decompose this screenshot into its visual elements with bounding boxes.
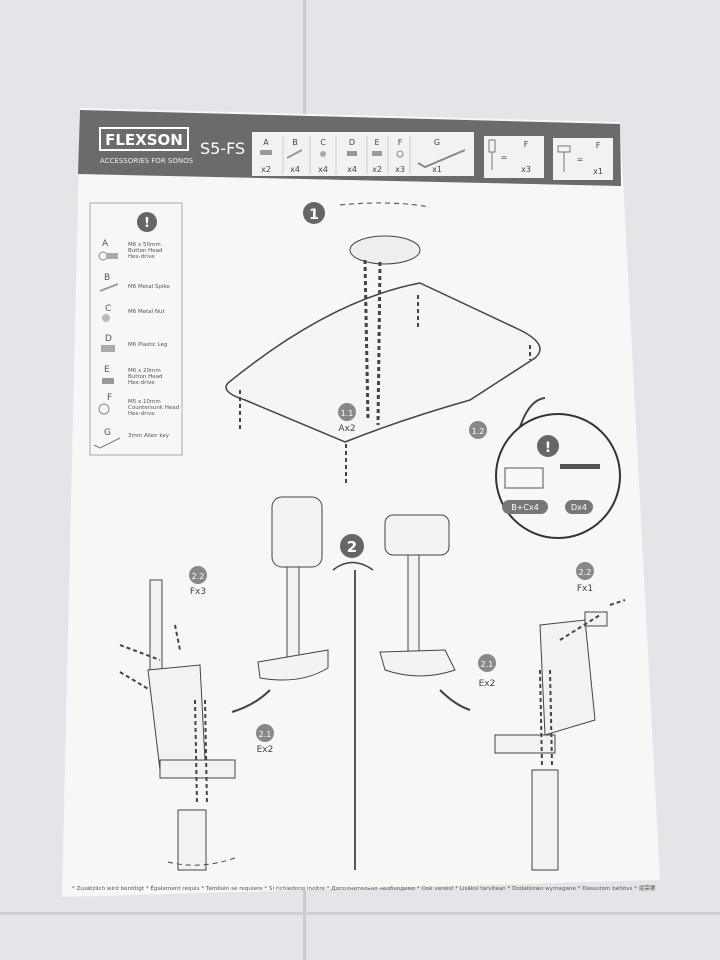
left-step-2-1-badge	[256, 724, 274, 742]
svg-text:B: B	[292, 138, 298, 147]
step-2-label: 2	[347, 538, 357, 556]
part-g-allen-key: Gx1	[417, 138, 466, 174]
step-1-diagram	[225, 202, 546, 485]
svg-text:E: E	[374, 138, 379, 147]
part-d: Dx4	[347, 138, 357, 174]
right-step-2-2-badge	[576, 562, 594, 580]
rotate-arrow-icon	[332, 561, 374, 571]
svg-text:x1: x1	[432, 165, 442, 174]
stand-horizontal-panel: = F x1	[553, 138, 613, 180]
svg-text:C: C	[105, 304, 111, 314]
brand-logo: FLEXSON	[105, 131, 183, 149]
svg-text:A: A	[102, 239, 109, 249]
horizontal-speaker-stand	[379, 514, 456, 677]
part-e: Ex2	[372, 138, 382, 174]
svg-text:D: D	[105, 334, 112, 344]
step-1-label: 1	[309, 207, 319, 223]
svg-text:C: C	[320, 138, 326, 147]
model-number: S5-FS	[200, 139, 245, 158]
svg-text:Hex-drive: Hex-drive	[128, 380, 155, 386]
part-f: Fx3	[395, 138, 405, 174]
right-step-2-1-badge	[478, 654, 496, 672]
warning-icon	[137, 212, 157, 232]
svg-text:=: =	[577, 155, 584, 164]
left-flow-arrow	[231, 689, 271, 713]
svg-text:F: F	[107, 393, 112, 403]
left-step-2-2-label: 2.2	[192, 572, 205, 581]
svg-text:F: F	[398, 138, 403, 147]
left-step-2-2-badge	[189, 566, 207, 584]
step-1-2-label: 1.2	[472, 427, 485, 436]
left-step-2-1-qty: Ex2	[257, 745, 274, 755]
svg-text:A: A	[263, 138, 269, 147]
step-1-1-label: 1.1	[341, 409, 354, 418]
svg-text:Countersunk Head: Countersunk Head	[128, 405, 179, 411]
svg-text:!: !	[144, 216, 150, 231]
svg-text:E: E	[104, 365, 110, 375]
svg-text:M6 x 20mm: M6 x 20mm	[128, 368, 161, 374]
option-spike-badge	[502, 500, 548, 514]
svg-text:x4: x4	[290, 165, 300, 174]
svg-text:x1: x1	[593, 167, 603, 176]
stand-vertical-panel: = F x3	[484, 136, 544, 178]
svg-text:G: G	[104, 428, 111, 438]
svg-text:x2: x2	[261, 165, 271, 174]
left-step-2-1-label: 2.1	[259, 730, 272, 739]
part-b: Bx4	[286, 138, 303, 174]
svg-text:M6 Plastic Leg: M6 Plastic Leg	[128, 342, 167, 348]
svg-text:F: F	[596, 141, 601, 150]
svg-text:!: !	[545, 440, 551, 456]
svg-text:M5 x 10mm: M5 x 10mm	[128, 399, 161, 405]
right-flow-arrow	[439, 689, 471, 711]
right-step-2-1-label: 2.1	[481, 660, 494, 669]
svg-text:x2: x2	[372, 165, 382, 174]
svg-text:x4: x4	[318, 165, 328, 174]
svg-text:D: D	[349, 138, 355, 147]
table-seam-horizontal	[0, 912, 720, 915]
svg-text:Hex-drive: Hex-drive	[128, 254, 155, 260]
part-c: Cx4	[318, 138, 328, 174]
svg-text:Hex-drive: Hex-drive	[128, 411, 155, 417]
svg-text:x3: x3	[395, 165, 405, 174]
svg-text:x3: x3	[521, 165, 531, 174]
right-step-2-1-qty: Ex2	[479, 679, 496, 689]
horizontal-bracket-diagram	[494, 599, 626, 871]
svg-text:F: F	[524, 140, 529, 149]
step-1-1-qty: Ax2	[338, 424, 355, 434]
option-leg-badge	[565, 500, 593, 514]
step-1-2-badge	[469, 421, 487, 439]
vertical-bracket-diagram	[119, 579, 236, 871]
parts-panel	[252, 132, 474, 176]
right-step-2-2-qty: Fx1	[577, 584, 593, 594]
vertical-speaker-stand	[257, 496, 329, 681]
svg-text:M6 Metal Nut: M6 Metal Nut	[128, 309, 166, 315]
footer-note: * Zusätzlich wird benötigt * Également r…	[72, 884, 656, 892]
svg-text:Button Head: Button Head	[128, 374, 163, 380]
svg-text:M6 Metal Spike: M6 Metal Spike	[128, 284, 170, 290]
left-step-2-2-qty: Fx3	[190, 587, 206, 597]
svg-text:G: G	[434, 138, 440, 147]
step-1-badge	[303, 202, 325, 224]
brand-logo-box	[99, 127, 189, 151]
step-1-1-badge	[338, 403, 356, 421]
svg-text:Button Head: Button Head	[128, 248, 163, 254]
svg-text:B+Cx4: B+Cx4	[511, 503, 539, 512]
part-a: Ax2	[260, 138, 272, 174]
svg-text:B: B	[104, 273, 110, 283]
svg-text:x4: x4	[347, 165, 357, 174]
svg-text:M6 x 50mm: M6 x 50mm	[128, 242, 161, 248]
parts-list: Ax2 Bx4 Cx4 Dx4 Ex2 Fx3 Gx1	[260, 136, 466, 174]
right-step-2-2-label: 2.2	[579, 568, 592, 577]
brand-tagline: ACCESSORIES FOR SONOS	[100, 157, 194, 165]
svg-text:=: =	[501, 153, 508, 162]
step-2-badge	[340, 534, 364, 558]
foot-options-callout: ! B+Cx4 Dx4	[495, 413, 621, 539]
svg-text:3mm Allen key: 3mm Allen key	[128, 433, 170, 439]
svg-text:Dx4: Dx4	[571, 503, 587, 512]
